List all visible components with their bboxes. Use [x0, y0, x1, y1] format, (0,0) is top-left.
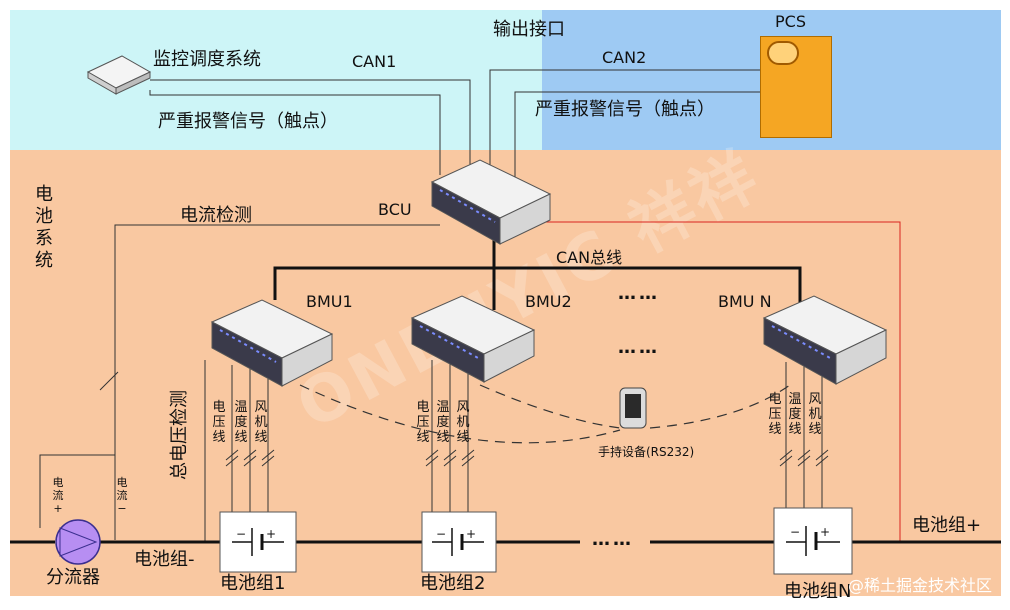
g2-fan-wire-label: 风机线: [456, 400, 470, 445]
current-minus-label: 电流−: [116, 476, 128, 515]
credit-text: @稀土掘金技术社区: [847, 576, 992, 595]
g1-temp-wire-label: 温度线: [234, 400, 248, 445]
g1-cell-minus: −: [236, 527, 247, 541]
battery-group-1-icon: [219, 511, 297, 573]
bmu2-label: BMU2: [525, 292, 572, 311]
battery-group-n-icon: [773, 507, 853, 575]
can2-label: CAN2: [602, 48, 647, 67]
handheld-device-icon: [619, 387, 647, 429]
monitor-system-label: 监控调度系统: [153, 49, 261, 70]
bmun-label: BMU N: [718, 292, 772, 311]
bmu2-device-icon: [410, 295, 536, 383]
bmun-device-icon: [762, 295, 888, 385]
pcs-label: PCS: [775, 12, 806, 31]
can-bus-line: [273, 266, 802, 310]
battery-system-label: 电池系统: [35, 184, 53, 271]
total-voltage-label: 总电压检测: [169, 390, 190, 480]
gn-temp-wire-label: 温度线: [788, 392, 802, 437]
battery-pos-label: 电池组+: [912, 515, 982, 536]
can1-line: [150, 79, 471, 170]
group2-label: 电池组2: [420, 573, 486, 594]
groupn-label: 电池组N: [784, 581, 852, 602]
group1-label: 电池组1: [220, 573, 286, 594]
can2-line: [489, 69, 760, 170]
handheld-label: 手持设备(RS232): [598, 445, 695, 459]
g1-fan-wire-label: 风机线: [254, 400, 268, 445]
alarm-right-label: 严重报警信号（触点）: [535, 99, 715, 120]
dots-top: ……: [618, 283, 660, 304]
current-detection-label: 电流检测: [180, 205, 252, 226]
dots-bottom: ……: [592, 529, 634, 550]
shunt-icon: [55, 519, 101, 565]
can-bus-label: CAN总线: [556, 248, 623, 267]
gn-cell-minus: −: [790, 525, 801, 539]
g2-cell-minus: −: [436, 527, 447, 541]
bmu1-device-icon: [210, 299, 334, 387]
bcu-device-icon: [430, 159, 552, 245]
pcs-device-icon: [760, 36, 832, 138]
battery-neg-label: 电池组-: [134, 549, 195, 570]
g2-cell-plus: +: [466, 527, 477, 541]
alarm-left-label: 严重报警信号（触点）: [158, 111, 338, 132]
bmu1-label: BMU1: [306, 292, 353, 311]
alarm-right-line: [514, 91, 760, 178]
shunt-label: 分流器: [46, 567, 100, 588]
current-plus-label: 电流+: [52, 476, 64, 515]
red-power-line: [545, 221, 901, 542]
can1-label: CAN1: [352, 52, 397, 71]
alarm-left-line: [149, 90, 441, 175]
battery-group-2-icon: [421, 511, 497, 573]
gn-cell-plus: +: [820, 525, 831, 539]
bcu-label: BCU: [378, 200, 412, 219]
dots-mid: ……: [618, 337, 660, 358]
current-detection-line: [114, 224, 440, 540]
g2-temp-wire-label: 温度线: [436, 400, 450, 445]
gn-voltage-wire-label: 电压线: [768, 392, 782, 437]
g2-voltage-wire-label: 电压线: [416, 400, 430, 445]
monitor-device-icon: [86, 55, 152, 95]
g1-cell-plus: +: [266, 527, 277, 541]
gn-fan-wire-label: 风机线: [808, 392, 822, 437]
g1-voltage-wire-label: 电压线: [212, 400, 226, 445]
output-interface-label: 输出接口: [493, 19, 565, 40]
